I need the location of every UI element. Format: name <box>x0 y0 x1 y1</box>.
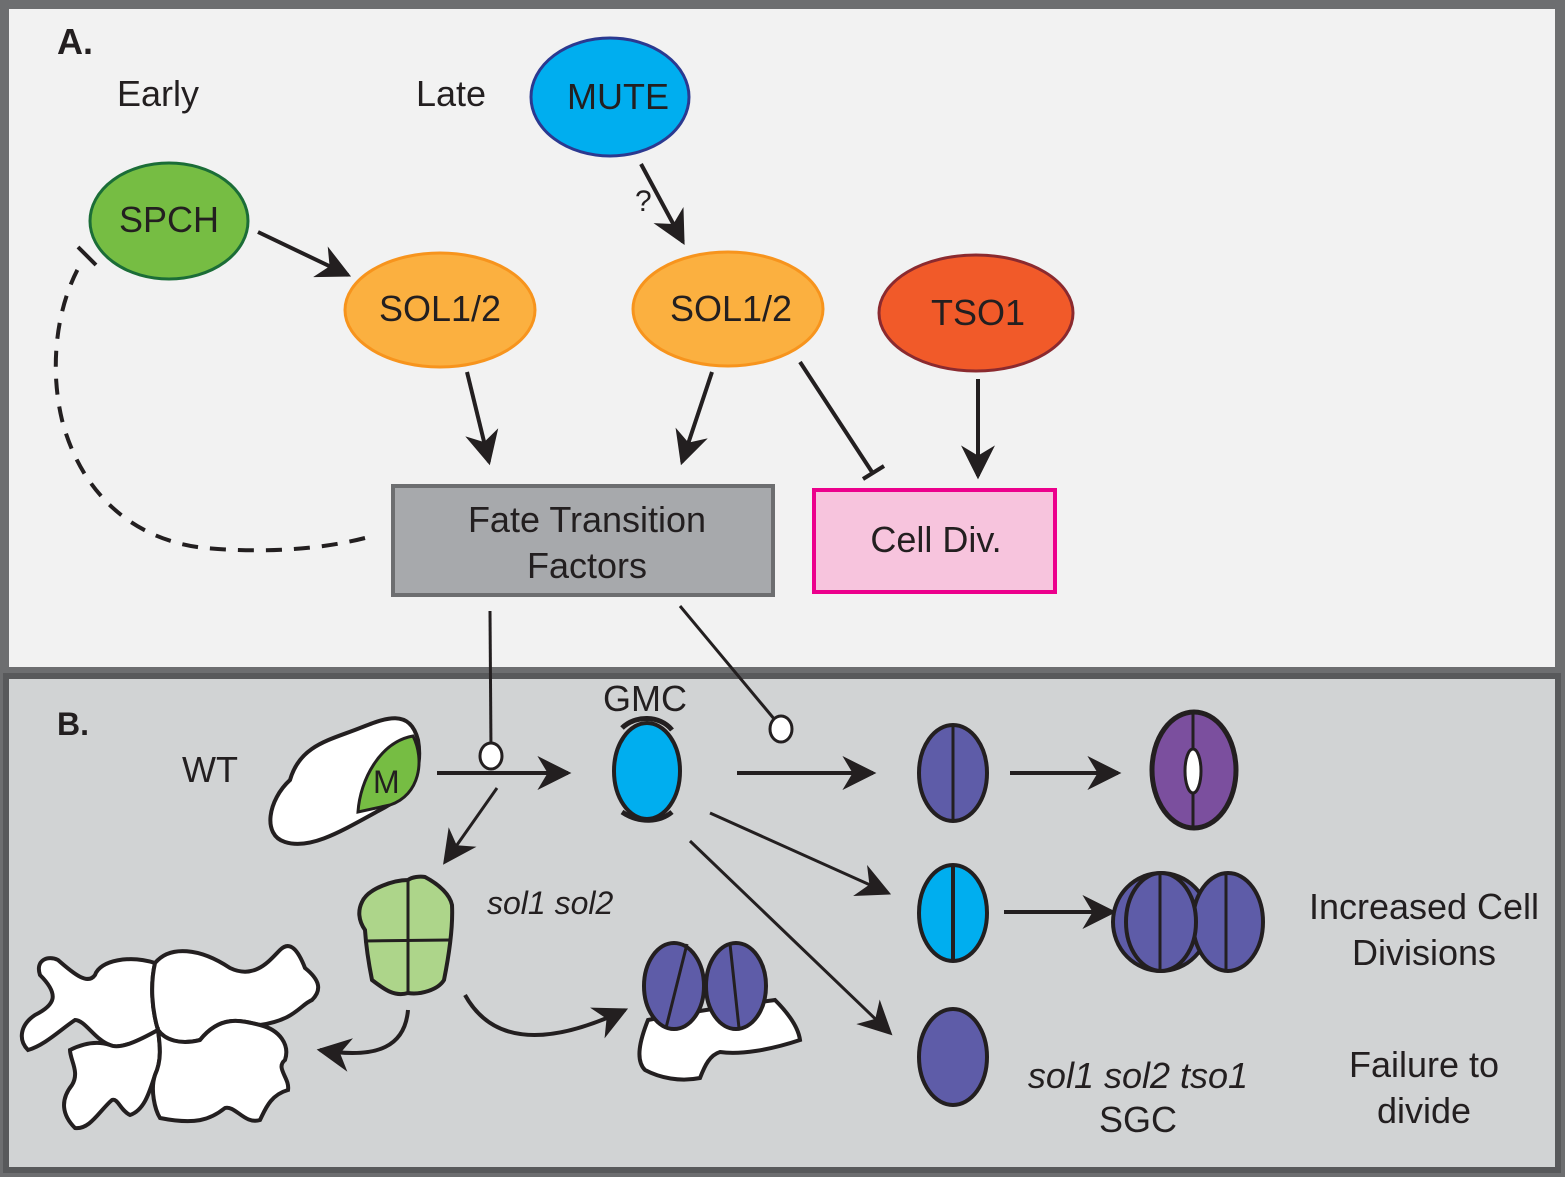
single-guard-cell <box>917 1007 989 1107</box>
outcome-increased-line1: Increased Cell <box>1309 886 1539 927</box>
panel-a-label: A. <box>57 21 93 62</box>
node-spch-label: SPCH <box>119 199 219 240</box>
double-guard-cell-pairs <box>1111 871 1265 973</box>
cell-div-label: Cell Div. <box>870 519 1001 560</box>
edge-fate-inhibits-gmc-division <box>678 605 794 744</box>
node-tso1: TSO1 <box>877 253 1075 373</box>
sol1-sol2-label: sol1 sol2 <box>487 885 614 921</box>
wt-label: WT <box>182 749 238 790</box>
node-sol-late: SOL1/2 <box>631 250 825 368</box>
edge-sol-late-inhibits-celldiv <box>798 360 886 481</box>
node-tso1-label: TSO1 <box>931 292 1025 333</box>
outcome-increased-line2: Divisions <box>1352 932 1496 973</box>
wt-cell-with-meristemoid: M <box>268 716 422 846</box>
edge-fate-inhibits-m-to-gmc <box>478 610 504 771</box>
node-mute-label: MUTE <box>567 76 669 117</box>
node-sol-early: SOL1/2 <box>343 251 537 369</box>
question-mark: ? <box>635 185 652 218</box>
edge-sol-early-to-fate <box>465 371 499 466</box>
sgc-label: SGC <box>1099 1099 1177 1140</box>
edge-fate-inhibits-spch-dashed <box>53 245 366 553</box>
node-sol-late-label: SOL1/2 <box>670 288 792 329</box>
pavement-cells <box>19 944 321 1131</box>
node-fate-transition-factors: Fate Transition Factors <box>391 484 775 597</box>
panel-b-label: B. <box>57 706 89 742</box>
outcome-failure-line1: Failure to <box>1349 1044 1499 1085</box>
divided-gmc-blue <box>917 863 989 963</box>
edge-spch-to-sol-early <box>257 230 352 278</box>
arrow-gmc-to-blue-gc-pair <box>709 811 892 896</box>
node-spch: SPCH <box>88 161 250 281</box>
triple-mutant-label: sol1 sol2 tso1 <box>1028 1055 1248 1096</box>
node-sol-early-label: SOL1/2 <box>379 288 501 329</box>
outcome-failure-line2: divide <box>1377 1090 1471 1131</box>
arrow-cluster-to-pavement <box>316 1009 410 1072</box>
fate-line1: Fate Transition <box>468 499 706 540</box>
clustered-stomata <box>637 941 803 1082</box>
sol1-sol2-cell-cluster <box>357 874 455 997</box>
edge-sol-late-to-fate <box>675 371 714 466</box>
arrow-gmc-to-sgc <box>688 839 893 1036</box>
edge-mute-to-sol-late <box>639 163 685 245</box>
arrow-m-to-sol-cluster <box>443 787 499 865</box>
gmc-label: GMC <box>603 678 687 719</box>
arrow-cluster-to-stomata-cluster <box>463 994 629 1039</box>
stage-late-label: Late <box>416 73 486 114</box>
fate-line2: Factors <box>527 545 647 586</box>
mature-stoma <box>1149 709 1239 831</box>
node-mute: MUTE <box>529 36 691 158</box>
guard-cell-pair <box>917 723 989 823</box>
meristemoid-label: M <box>373 764 400 800</box>
gmc-cell <box>612 716 682 823</box>
node-cell-division: Cell Div. <box>812 488 1057 594</box>
stage-early-label: Early <box>117 73 199 114</box>
